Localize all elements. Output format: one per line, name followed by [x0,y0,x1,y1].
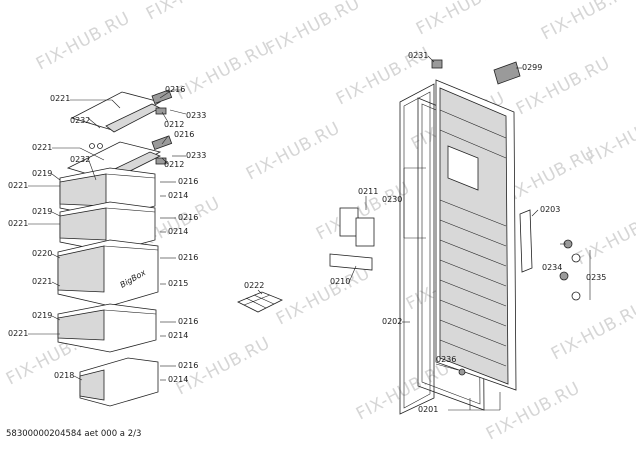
leader-lines [28,55,591,411]
callout-label: 0218 [54,371,74,380]
label-plate [493,61,521,85]
callout-label: 0236 [436,355,456,364]
door-handle [519,209,533,273]
callout-label: 0214 [168,227,188,236]
callout-label: 0210 [330,277,350,286]
callout-label: 0219 [32,311,52,320]
document-code: 58300000204584 aet 000 a 2/3 [6,429,141,439]
callout-label: 0214 [168,191,188,200]
watermark: FIX-HUB.RU [538,0,636,44]
callout-label: 0232 [70,116,90,125]
callout-label: 0221 [32,277,52,286]
callout-label: 0221 [8,181,28,190]
door-liner-grid [439,109,507,367]
callout-label: 0201 [418,405,438,414]
callout-label: 0216 [178,177,198,186]
hinge-cover [355,217,375,247]
watermark: FIX-HUB.RU [413,0,514,39]
watermark: FIX-HUB.RU [573,203,636,269]
callout-label: 0222 [244,281,264,290]
callout-label: 0203 [540,205,560,214]
left-assembly: BigBox [57,89,283,407]
callout-label: 0202 [382,317,402,326]
watermark: FIX-HUB.RU [353,358,454,424]
callout-label: 0212 [164,120,184,129]
callout-label: 0299 [522,63,542,72]
watermark: FIX-HUB.RU [173,38,274,104]
callout-label: 0221 [8,219,28,228]
freezer-drawer [57,303,157,353]
watermark: FIX-HUB.RU [263,0,364,59]
callout-label: 0232 [70,155,90,164]
bottom-bushing [458,368,466,376]
screw [559,271,569,281]
hinge-cover [339,207,359,237]
cap [571,253,581,263]
callout-label: 0211 [358,187,378,196]
callout-label: 0219 [32,169,52,178]
watermark: FIX-HUB.RU [483,378,584,444]
callout-label: 0216 [165,85,185,94]
watermark: FIX-HUB.RU [273,263,374,329]
watermark: FIX-HUB.RU [143,0,244,24]
callout-label: 0216 [178,361,198,370]
watermark: FIX-HUB.RU [548,298,636,364]
callout-label: 0219 [32,207,52,216]
callout-label: 0235 [586,273,606,282]
callout-label: 0216 [178,253,198,262]
callout-label: 0233 [186,111,206,120]
callout-label: 0233 [186,151,206,160]
bigbox-drawer: BigBox [57,239,159,307]
callout-label: 0221 [50,94,70,103]
callout-label: 0212 [164,160,184,169]
callout-labels: 0221 0232 0216 0233 0212 0221 0232 0216 … [8,51,606,414]
hinge-part [431,59,443,69]
freezer-drawer [59,201,156,253]
bottom-drawer [79,357,159,407]
callout-label: 0216 [174,130,194,139]
callout-label: 0220 [32,249,52,258]
callout-label: 0215 [168,279,188,288]
door-assembly [329,59,581,415]
callout-label: 0214 [168,375,188,384]
ice-cube-tray [237,291,283,313]
callout-label: 0221 [8,329,28,338]
callout-label: 0216 [178,317,198,326]
watermark: FIX-HUB.RU [33,8,134,74]
callout-label: 0231 [408,51,428,60]
callout-label: 0216 [178,213,198,222]
callout-label: 0221 [32,143,52,152]
callout-label: 0234 [542,263,562,272]
cap [571,291,581,301]
callout-label: 0214 [168,331,188,340]
hinge-bar [329,253,373,271]
callout-label: 0230 [382,195,402,204]
watermark: FIX-HUB.RU [243,118,344,184]
